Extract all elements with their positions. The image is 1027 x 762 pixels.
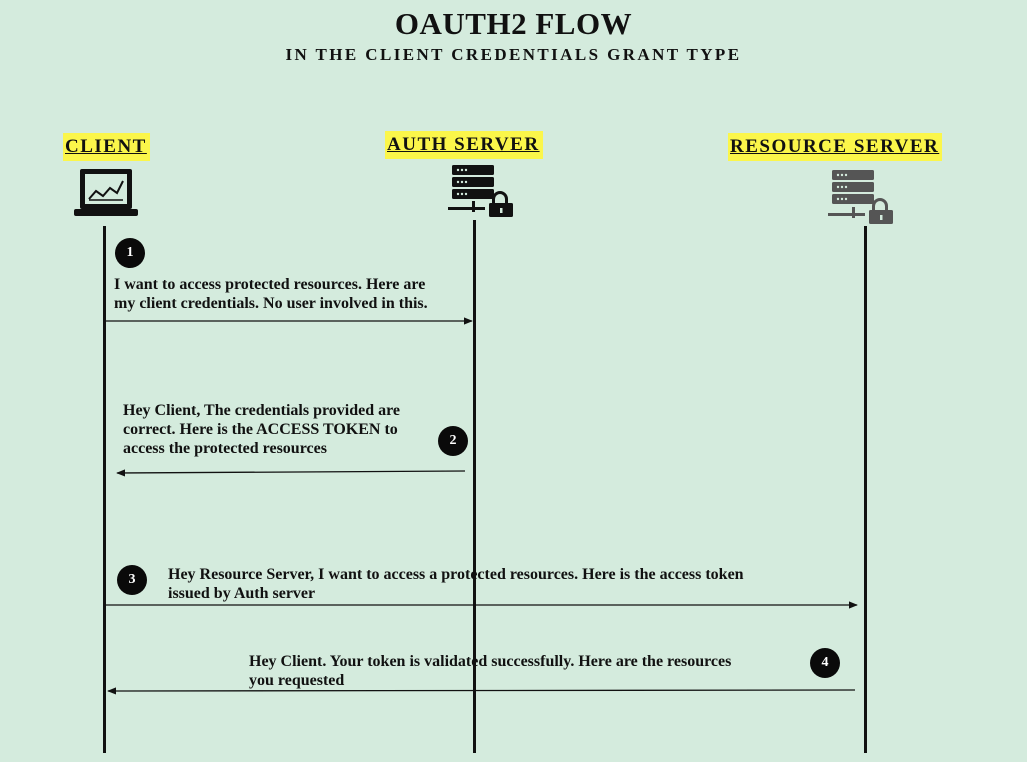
message-1-line: I want to access protected resources. He… xyxy=(114,276,426,293)
message-3-line: issued by Auth server xyxy=(168,585,316,602)
message-2-text: Hey Client, The credentials provided are… xyxy=(123,401,400,458)
step-badge-2: 2 xyxy=(438,426,468,456)
message-2-line: Hey Client, The credentials provided are xyxy=(123,402,401,419)
server-lock-icon xyxy=(828,170,893,224)
step-badge-4: 4 xyxy=(810,648,840,678)
message-4-line: you requested xyxy=(249,672,345,689)
message-4-line: Hey Client. Your token is validated succ… xyxy=(249,653,732,670)
message-1-line: my client credentials. No user involved … xyxy=(114,295,428,312)
arrow-message-2 xyxy=(116,469,466,477)
step-badge-3: 3 xyxy=(117,565,147,595)
laptop-chart-icon xyxy=(74,169,138,216)
lifeline-resource-server xyxy=(864,226,867,753)
message-1-text: I want to access protected resources. He… xyxy=(114,275,428,313)
lifeline-client xyxy=(103,226,106,753)
message-4-text: Hey Client. Your token is validated succ… xyxy=(249,652,731,690)
actor-label-auth-server: AUTH SERVER xyxy=(385,131,543,159)
lifeline-auth-server xyxy=(473,220,476,753)
arrow-message-4 xyxy=(107,687,856,695)
message-2-line: access the protected resources xyxy=(123,440,327,457)
diagram-title: OAUTH2 FLOW xyxy=(394,6,633,41)
message-3-text: Hey Resource Server, I want to access a … xyxy=(168,565,744,603)
diagram-subtitle: IN THE CLIENT CREDENTIALS GRANT TYPE xyxy=(285,45,742,64)
server-lock-icon xyxy=(448,165,513,217)
step-badge-1: 1 xyxy=(115,238,145,268)
message-3-line: Hey Resource Server, I want to access a … xyxy=(168,566,744,583)
actor-label-client: CLIENT xyxy=(63,133,150,161)
actor-label-resource-server: RESOURCE SERVER xyxy=(728,133,943,161)
message-2-line: correct. Here is the ACCESS TOKEN to xyxy=(123,421,398,438)
